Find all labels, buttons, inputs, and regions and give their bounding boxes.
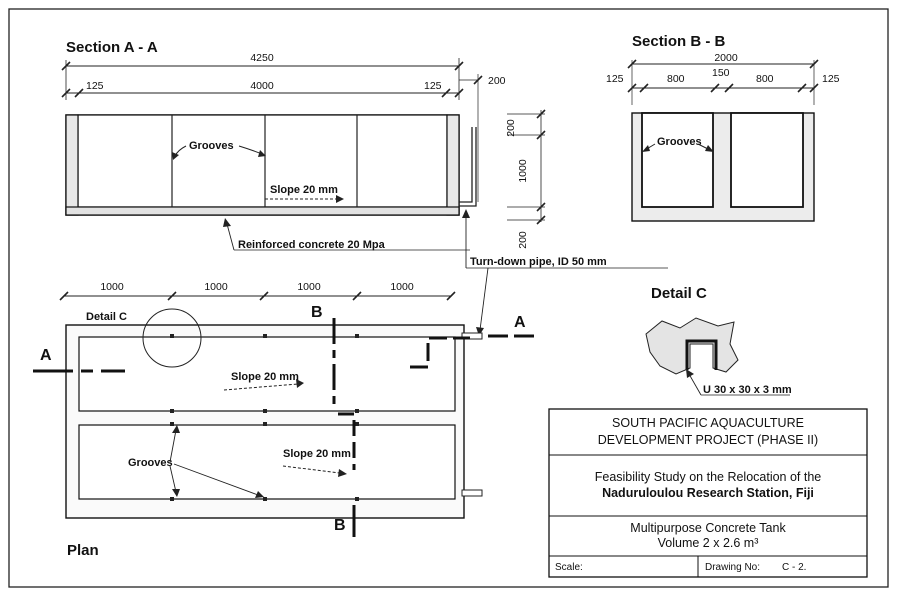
- dim-bb-800-left: 800: [667, 73, 685, 85]
- plan-dim-1: 1000: [100, 281, 124, 293]
- project-line-2: DEVELOPMENT PROJECT (PHASE II): [598, 433, 818, 447]
- dim-4000: 4000: [250, 80, 274, 92]
- study-line-2: Naduruloulou Research Station, Fiji: [602, 486, 814, 500]
- detail-c-concrete: [645, 317, 739, 375]
- dim-200-pipe: 200: [488, 75, 506, 87]
- dim-bb-125-left: 125: [606, 73, 624, 85]
- plan-slope-label-1: Slope 20 mm: [231, 371, 299, 383]
- section-bb: Section B - B 2000 125 800 150 800 125 G…: [606, 33, 840, 222]
- project-line-1: SOUTH PACIFIC AQUACULTURE: [612, 416, 804, 430]
- dim-1000-depth: 1000: [517, 159, 529, 183]
- title-block-frame: [548, 408, 868, 578]
- turn-down-pipe: [459, 127, 473, 203]
- plan-slope-label-2: Slope 20 mm: [283, 448, 351, 460]
- plan-dim-2: 1000: [204, 281, 228, 293]
- plan-grooves-label: Grooves: [128, 457, 173, 469]
- plan-detail-c-label: Detail C: [86, 311, 127, 323]
- dim-125-left: 125: [86, 80, 104, 92]
- detail-c: Detail C U 30 x 30 x 3 mm: [645, 285, 792, 396]
- drawing-no: C - 2.: [782, 562, 806, 573]
- tank-aa-floor: [65, 206, 460, 216]
- detail-c-circle: [142, 308, 202, 368]
- plan-dim-4: 1000: [390, 281, 414, 293]
- plan-pipe-top: [461, 332, 483, 340]
- dim-125-right: 125: [424, 80, 442, 92]
- dim-200-freeboard: 200: [505, 119, 517, 137]
- pipe-label: Turn-down pipe, ID 50 mm: [470, 256, 607, 268]
- detail-c-channel: [685, 339, 718, 370]
- title-block: SOUTH PACIFIC AQUACULTURE DEVELOPMENT PR…: [548, 408, 868, 578]
- slope-aa-label: Slope 20 mm: [270, 184, 338, 196]
- plan-title: Plan: [67, 542, 99, 559]
- cut-b-bottom: B: [334, 517, 346, 534]
- drawing-line-1: Multipurpose Concrete Tank: [630, 521, 786, 535]
- dim-200-floor: 200: [517, 231, 529, 249]
- drawing-line-2: Volume 2 x 2.6 m³: [658, 536, 759, 550]
- concrete-label: Reinforced concrete 20 Mpa: [238, 239, 386, 251]
- dim-bb-125-right: 125: [822, 73, 840, 85]
- detail-c-title: Detail C: [651, 285, 707, 302]
- tank-bb-cell-right: [730, 112, 804, 208]
- study-line-1: Feasibility Study on the Relocation of t…: [595, 470, 822, 484]
- sheet-border: [8, 8, 889, 588]
- detail-c-label: U 30 x 30 x 3 mm: [703, 384, 792, 396]
- dim-2000: 2000: [714, 52, 738, 64]
- grooves-bb-label: Grooves: [657, 136, 702, 148]
- tank-aa-inner: [77, 114, 448, 208]
- dim-4250: 4250: [250, 52, 274, 64]
- section-aa: Section A - A 4250 125 4000 125 200: [61, 39, 668, 336]
- plan-view: 1000 1000 1000 1000 Detail C Slope 20 mm…: [33, 281, 540, 559]
- cut-a-left: A: [40, 347, 52, 364]
- dim-bb-800-right: 800: [756, 73, 774, 85]
- section-bb-title: Section B - B: [632, 33, 726, 50]
- scale-label: Scale:: [555, 562, 583, 573]
- cut-a-right: A: [514, 314, 526, 331]
- drawing-no-label: Drawing No:: [705, 562, 760, 573]
- tank-bb-cell-left: [641, 112, 714, 208]
- plan-cell-bottom: [78, 424, 456, 500]
- section-aa-title: Section A - A: [66, 39, 158, 56]
- plan-pipe-bottom: [461, 489, 483, 497]
- plan-dim-3: 1000: [297, 281, 321, 293]
- grooves-aa-label: Grooves: [189, 140, 234, 152]
- dim-bb-150: 150: [712, 67, 730, 79]
- cut-b-top: B: [311, 304, 323, 321]
